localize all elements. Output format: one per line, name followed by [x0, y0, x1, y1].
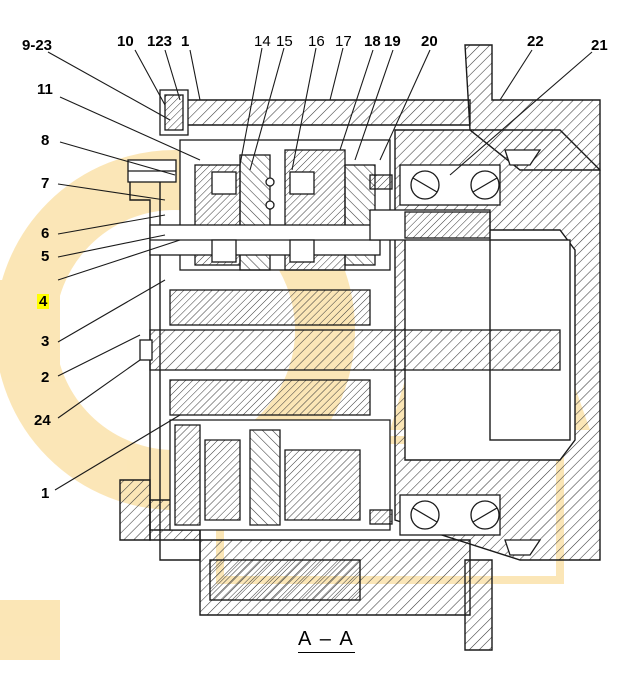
leader-lines: [47, 47, 593, 491]
bearings: [369, 149, 542, 556]
callout-11: 11: [37, 81, 53, 98]
callout-21: 21: [591, 37, 608, 54]
callout-24: 24: [34, 412, 51, 429]
section-title: A – A: [298, 628, 355, 653]
callout-3: 3: [41, 333, 50, 350]
lower-gear: [169, 419, 391, 531]
callout-20: 20: [421, 33, 438, 50]
callout-123: 123: [147, 33, 173, 50]
callout-6: 6: [41, 225, 50, 242]
callout-7: 7: [41, 175, 50, 192]
callout-18: 18: [364, 33, 381, 50]
callout-5: 5: [41, 248, 50, 265]
callout-1-top: 1: [181, 33, 190, 50]
callout-2: 2: [41, 369, 50, 386]
callout-17: 17: [335, 33, 352, 50]
callout-22: 22: [527, 33, 544, 50]
callout-16: 16: [308, 33, 325, 50]
callout-1-bottom: 1: [41, 485, 50, 502]
callout-9-23: 9-23: [22, 37, 53, 54]
callout-19: 19: [384, 33, 401, 50]
sun-shaft: [139, 289, 561, 416]
callout-8: 8: [41, 132, 50, 149]
callout-4-highlighted: 4: [37, 293, 50, 310]
callout-10: 10: [117, 33, 134, 50]
callout-15: 15: [276, 33, 293, 50]
gear-train: [149, 139, 491, 271]
callout-14: 14: [254, 33, 271, 50]
